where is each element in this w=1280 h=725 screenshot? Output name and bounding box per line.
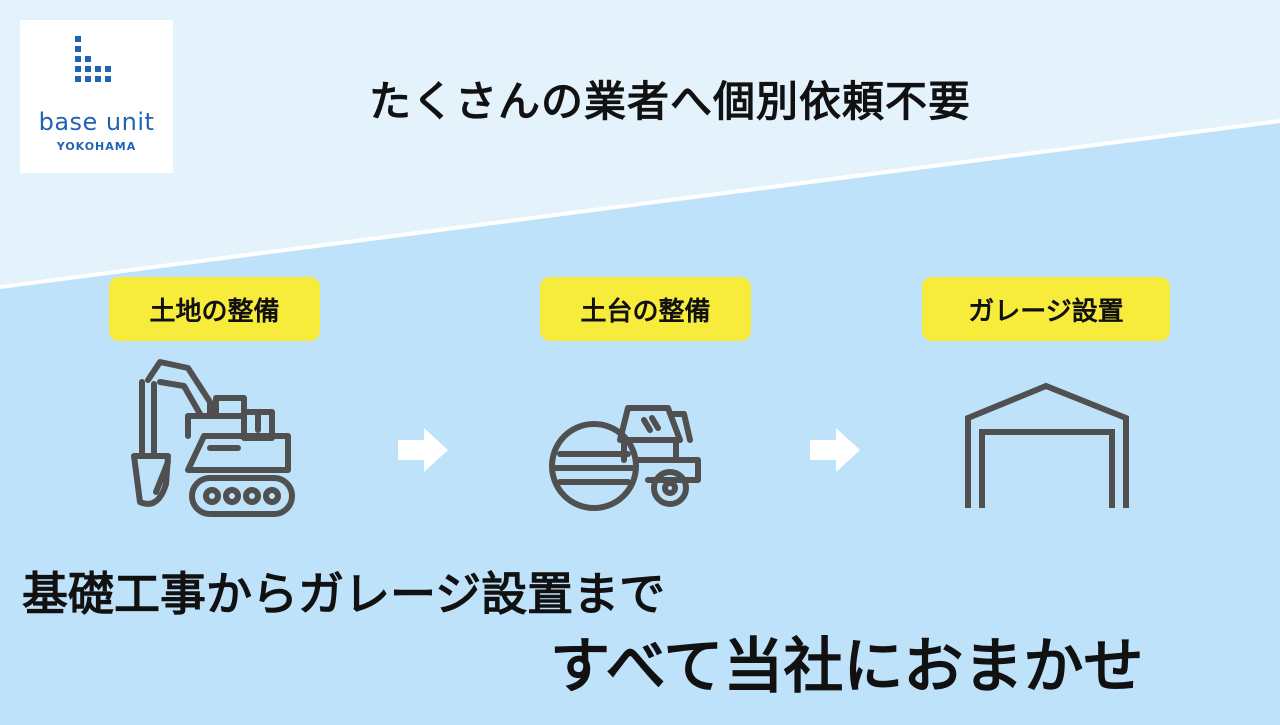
logo-dots-icon [75,36,111,82]
garage-icon [965,382,1129,508]
logo-name: base unit [38,108,155,136]
arrow-right-icon [810,428,860,472]
road-roller-icon [549,405,701,511]
logo: base unit YOKOHAMA [20,20,173,173]
logo-subtitle: YOKOHAMA [56,140,137,153]
step-label-garage: ガレージ設置 [922,277,1170,341]
step-label-land: 土地の整備 [109,277,320,341]
bottom-caption: 基礎工事からガレージ設置まで [22,567,666,621]
headline: たくさんの業者へ個別依頼不要 [368,77,971,126]
excavator-icon [131,359,295,517]
step-label-foundation: 土台の整備 [540,277,751,341]
bottom-tagline: すべて当社におまかせ [550,632,1144,702]
arrow-right-icon [398,428,448,472]
